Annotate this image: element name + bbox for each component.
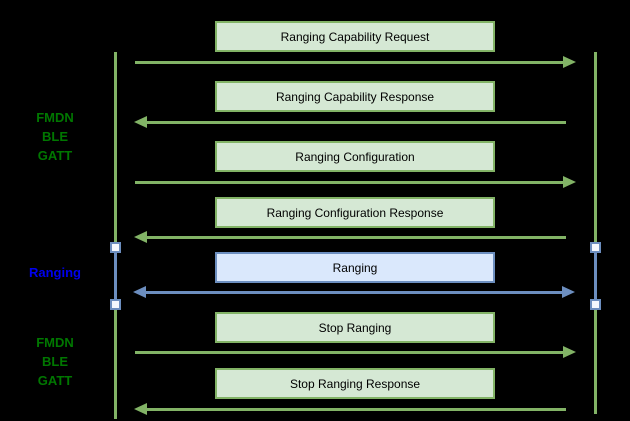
arrowhead-right-icon [563, 176, 576, 188]
side-label-ranging: Ranging [10, 263, 100, 282]
arrow-right [135, 346, 576, 358]
side-label-fmdn-ble-gatt-bottom: FMDN BLE GATT [10, 333, 100, 390]
message-label: Ranging [332, 260, 378, 275]
message-label: Stop Ranging [318, 320, 392, 335]
right-lifeline [593, 52, 597, 414]
arrow-left [134, 231, 566, 243]
arrow-left [134, 403, 566, 415]
message-box-ranging-configuration-response: Ranging Configuration Response [215, 197, 495, 228]
arrow-right [135, 176, 576, 188]
message-label: Ranging Configuration [295, 149, 415, 164]
arrow-bidirectional [133, 286, 575, 298]
activation-marker [109, 242, 121, 253]
left-lifeline-ranging-segment [113, 250, 117, 302]
activation-marker [109, 299, 121, 310]
arrow-shaft [146, 235, 566, 239]
message-box-ranging: Ranging [215, 252, 495, 283]
arrow-shaft [135, 180, 564, 184]
arrow-left [134, 116, 566, 128]
side-label-line: Ranging [29, 265, 81, 280]
arrowhead-left-icon [133, 286, 146, 298]
side-label-line: FMDN [36, 335, 74, 350]
arrow-shaft [146, 407, 566, 411]
arrow-right [135, 56, 576, 68]
activation-marker [589, 299, 601, 310]
side-label-line: FMDN [36, 110, 74, 125]
arrowhead-left-icon [134, 231, 147, 243]
message-label: Ranging Configuration Response [266, 205, 444, 220]
message-label: Ranging Capability Request [280, 29, 430, 44]
arrow-shaft [146, 120, 566, 124]
message-box-ranging-configuration: Ranging Configuration [215, 141, 495, 172]
message-box-ranging-capability-response: Ranging Capability Response [215, 81, 495, 112]
right-lifeline-ranging-segment [593, 250, 597, 302]
arrowhead-right-icon [563, 56, 576, 68]
arrow-shaft [145, 290, 563, 294]
left-lifeline [113, 52, 117, 419]
arrowhead-left-icon [134, 116, 147, 128]
side-label-fmdn-ble-gatt-top: FMDN BLE GATT [10, 108, 100, 165]
arrow-shaft [135, 60, 564, 64]
side-label-line: GATT [37, 373, 73, 388]
side-label-line: GATT [37, 148, 73, 163]
side-label-line: BLE [42, 129, 68, 144]
arrow-shaft [135, 350, 564, 354]
message-label: Stop Ranging Response [289, 376, 421, 391]
message-box-stop-ranging: Stop Ranging [215, 312, 495, 343]
side-label-line: BLE [42, 354, 68, 369]
activation-marker [589, 242, 601, 253]
arrowhead-right-icon [562, 286, 575, 298]
message-box-ranging-capability-request: Ranging Capability Request [215, 21, 495, 52]
arrowhead-left-icon [134, 403, 147, 415]
arrowhead-right-icon [563, 346, 576, 358]
message-box-stop-ranging-response: Stop Ranging Response [215, 368, 495, 399]
message-label: Ranging Capability Response [275, 89, 435, 104]
